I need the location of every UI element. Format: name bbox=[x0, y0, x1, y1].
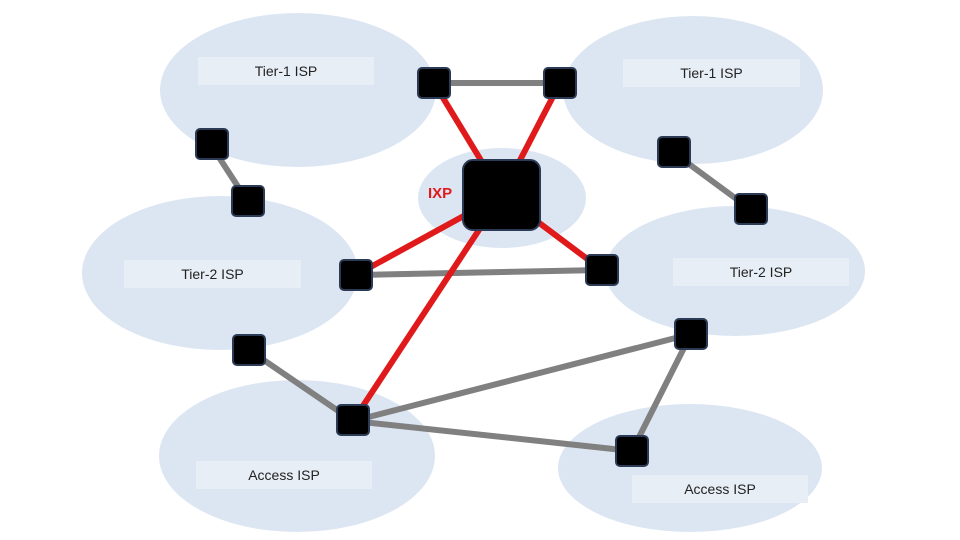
access-right-label: Access ISP bbox=[632, 475, 808, 503]
router-tier2left-b bbox=[339, 259, 373, 291]
ixp-switch bbox=[462, 159, 541, 231]
link-accessleft-accessright bbox=[350, 418, 635, 454]
router-tier1right-b bbox=[657, 136, 691, 168]
router-accessleft bbox=[336, 404, 370, 436]
tier1-left-label: Tier-1 ISP bbox=[198, 57, 374, 85]
router-accessright bbox=[615, 435, 649, 467]
link-tier2right-accessright bbox=[629, 331, 694, 454]
ixp-link-accessleft bbox=[350, 192, 505, 424]
router-tier2left-c bbox=[232, 334, 266, 366]
link-tier2left-accessleft bbox=[246, 347, 356, 424]
router-tier1right-a bbox=[543, 67, 577, 99]
access-left-cloud bbox=[159, 380, 435, 532]
tier1-right-cloud bbox=[563, 16, 823, 164]
tier1-left-cloud bbox=[160, 13, 436, 167]
router-tier1left-a bbox=[417, 67, 451, 99]
tier1-right-label: Tier-1 ISP bbox=[623, 59, 800, 87]
router-tier1left-b bbox=[195, 128, 229, 160]
ixp-label: IXP bbox=[428, 185, 453, 202]
link-accessleft-tier2right bbox=[350, 331, 694, 424]
router-tier2right-c bbox=[674, 318, 708, 350]
access-right-cloud bbox=[558, 404, 822, 532]
routers bbox=[195, 67, 768, 467]
link-tier2-peer bbox=[353, 267, 605, 278]
router-tier2right-a bbox=[734, 193, 768, 225]
router-tier2left-a bbox=[231, 185, 265, 217]
router-tier2right-b bbox=[585, 254, 619, 286]
tier2-left-label: Tier-2 ISP bbox=[124, 260, 301, 288]
access-left-label: Access ISP bbox=[196, 461, 372, 489]
tier2-right-label: Tier-2 ISP bbox=[673, 258, 849, 286]
